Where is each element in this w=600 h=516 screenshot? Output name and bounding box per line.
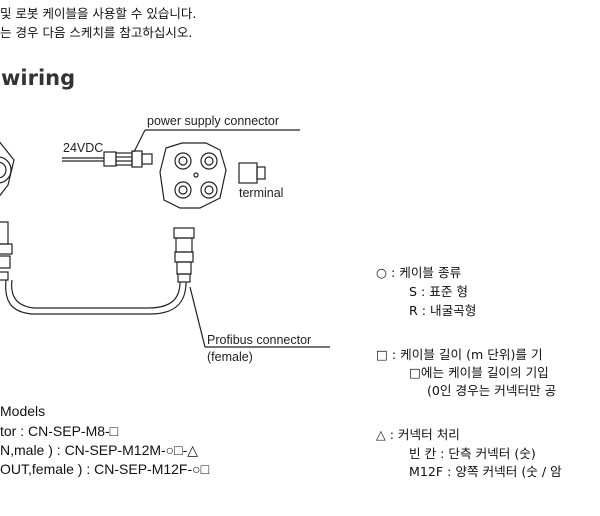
cable-inner	[11, 279, 181, 309]
intro-line-1: 및 로봇 케이블을 사용할 수 있습니다.	[0, 6, 197, 21]
left-device-drawing	[0, 141, 15, 281]
legend-cable-type-header: ○ : 케이블 종류	[376, 265, 462, 280]
cable-outer	[5, 279, 187, 315]
female-label: (female)	[207, 350, 253, 364]
legend-cable-length-line-2: (0인 경우는 커넥터만 공	[427, 383, 557, 398]
legend-connector-header: △ : 커넥터 처리	[376, 427, 460, 442]
legend-cable-length-line-1: □에는 케이블 길이의 기입	[409, 365, 549, 380]
legend-connector-line-2: M12F : 양쪽 커넥터 (숫 / 암	[409, 464, 562, 479]
legend-connector-line-1: 빈 칸 : 단측 커넥터 (숫)	[409, 446, 536, 461]
model-item-2: N,male ) : CN-SEP-M12M-○□-△	[0, 442, 199, 458]
intro-line-2: 는 경우 다음 스케치를 참고하십시오.	[0, 25, 193, 40]
power-leader-line	[133, 129, 146, 153]
central-device-drawing	[159, 142, 227, 209]
model-item-1: tor : CN-SEP-M8-□	[0, 423, 119, 439]
models-title: Models	[0, 403, 46, 419]
voltage-label: 24VDC	[63, 141, 104, 155]
profibus-leader-line	[189, 286, 206, 348]
power-plug-drawing	[62, 150, 153, 168]
legend-cable-type-line-2: R : 내굴곡형	[409, 303, 477, 318]
profibus-connector-label: Profibus connector	[207, 333, 312, 347]
right-connector-drawing	[173, 227, 195, 283]
model-item-3: OUT,female ) : CN-SEP-M12F-○□	[0, 461, 210, 477]
legend-cable-type-line-1: S : 표준 형	[409, 284, 469, 299]
power-supply-label: power supply connector	[147, 114, 280, 128]
legend-cable-length-header: □ : 케이블 길이 (m 단위)를 기	[376, 347, 543, 362]
section-heading: wiring	[1, 66, 76, 90]
terminal-label: terminal	[239, 186, 284, 200]
terminal-drawing	[238, 162, 266, 184]
